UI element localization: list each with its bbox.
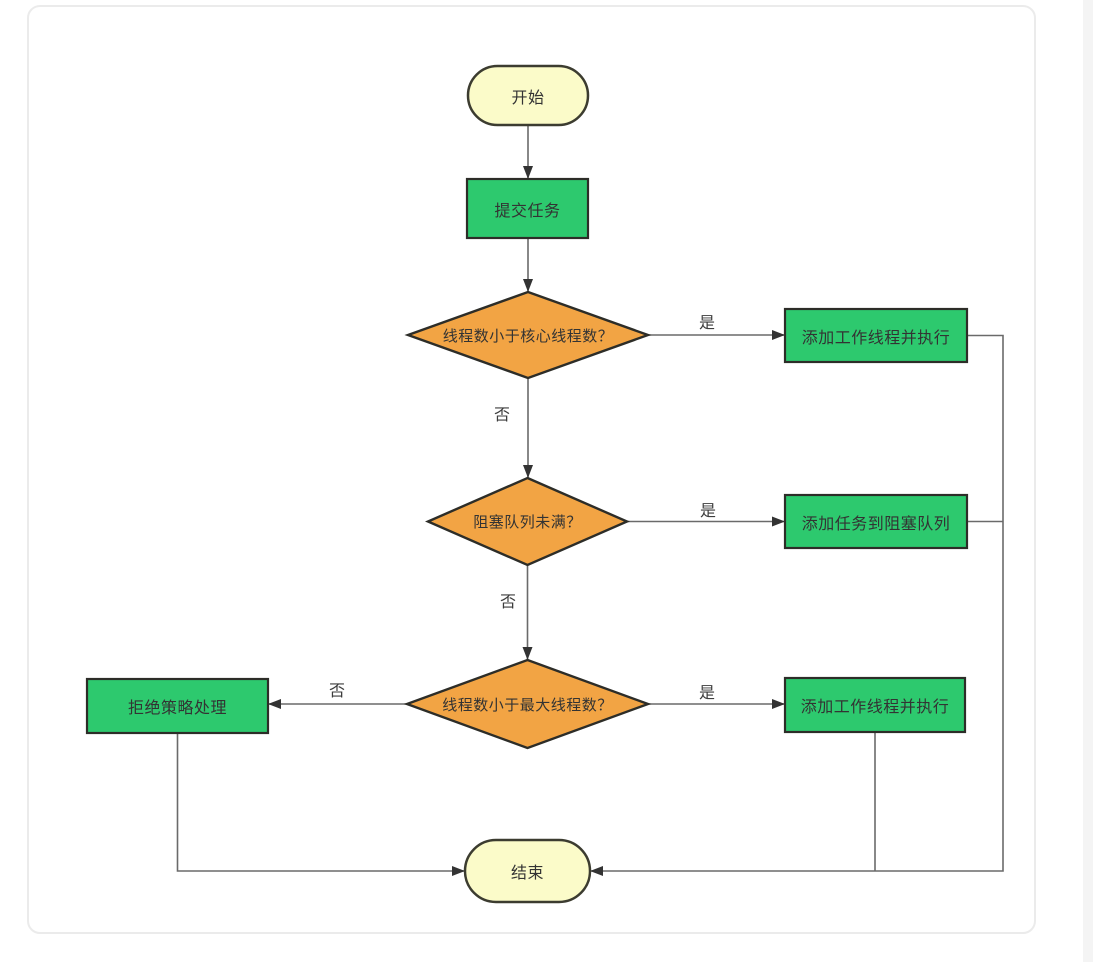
max-threads-decision-shape bbox=[403, 658, 652, 750]
queue-not-full-decision-shape bbox=[425, 476, 630, 567]
end-node-shape bbox=[463, 838, 592, 904]
submit-task-node-shape bbox=[465, 177, 590, 240]
add-worker-2-node-shape bbox=[783, 676, 967, 734]
edge-reject-policy-to-end bbox=[176, 733, 465, 876]
core-threads-decision-shape bbox=[404, 290, 652, 380]
add-to-queue-node-shape bbox=[783, 493, 969, 550]
page-right-gutter bbox=[1083, 0, 1093, 962]
reject-policy-node-shape bbox=[85, 677, 270, 735]
edge-add-worker-1-to-end bbox=[590, 334, 1004, 876]
start-node-shape bbox=[466, 64, 590, 127]
add-worker-1-node-shape bbox=[783, 307, 969, 364]
